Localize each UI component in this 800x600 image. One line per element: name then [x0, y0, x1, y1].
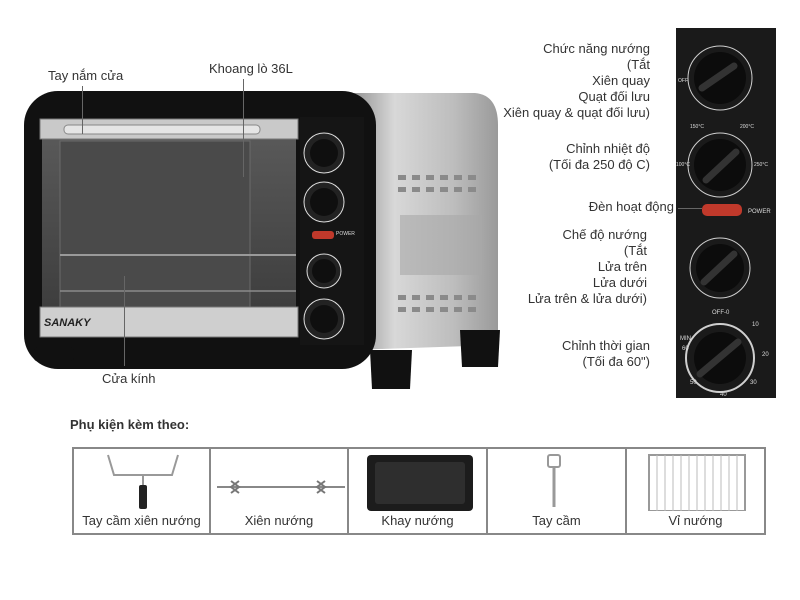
power-lamp-leader	[678, 208, 702, 209]
control-panel-closeup: OFF 150°C 200°C 100°C 250°C POWER OFF-0 …	[676, 28, 776, 398]
oven-brand: SANAKY	[44, 317, 91, 329]
tray-handle-icon	[547, 454, 561, 507]
svg-text:40: 40	[720, 392, 727, 398]
power-lamp-description: Đèn hoạt động	[588, 199, 674, 214]
door-handle-leader	[82, 86, 83, 134]
svg-text:60: 60	[682, 346, 689, 352]
accessories-heading: Phụ kiện kèm theo:	[70, 417, 190, 432]
accessory-rotisserie-spit: Xiên nướng	[209, 447, 349, 535]
svg-text:150°C: 150°C	[690, 124, 704, 130]
mode-knob-description: Chế độ nướng (Tắt Lửa trên Lửa dưới Lửa …	[527, 227, 647, 306]
accessory-wire-rack: Vỉ nướng	[625, 447, 766, 535]
glass-door-leader	[124, 276, 125, 366]
oven-power-text: POWER	[336, 231, 355, 237]
rotisserie-handle-icon	[107, 454, 179, 509]
timer-knob-description: Chỉnh thời gian (Tối đa 60")	[561, 338, 650, 369]
accessory-label: Vỉ nướng	[668, 513, 723, 528]
svg-text:20: 20	[762, 352, 769, 358]
svg-text:50: 50	[690, 380, 697, 386]
svg-text:OFF-0: OFF-0	[712, 310, 730, 316]
accessory-label: Tay cầm xiên nướng	[82, 513, 201, 528]
oven-cavity-callout: Khoang lò 36L	[209, 61, 293, 76]
glass-door-callout: Cửa kính	[102, 371, 156, 386]
svg-text:OFF: OFF	[678, 78, 688, 84]
oven-illustration	[24, 91, 500, 389]
svg-text:30: 30	[750, 380, 757, 386]
wire-rack-icon	[648, 454, 746, 511]
svg-text:100°C: 100°C	[676, 162, 690, 168]
svg-text:250°C: 250°C	[754, 162, 768, 168]
accessory-label: Tay cầm	[532, 513, 581, 528]
svg-text:10: 10	[752, 322, 759, 328]
function-knob-description: Chức năng nướng (Tắt Xiên quay Quạt đối …	[503, 41, 650, 120]
accessory-tray-handle: Tay cầm	[486, 447, 627, 535]
accessory-rotisserie-handle: Tay cầm xiên nướng	[72, 447, 211, 535]
temperature-knob-description: Chỉnh nhiệt độ (Tối đa 250 độ C)	[548, 141, 650, 172]
accessory-baking-tray: Khay nướng	[347, 447, 488, 535]
svg-text:MIN: MIN	[680, 336, 691, 342]
accessory-label: Xiên nướng	[244, 513, 314, 528]
oven-cavity-leader	[243, 79, 244, 177]
door-handle-callout: Tay nắm cửa	[48, 68, 124, 83]
svg-text:200°C: 200°C	[740, 124, 754, 130]
rotisserie-spit-icon	[217, 480, 345, 494]
accessory-label: Khay nướng	[381, 513, 454, 528]
baking-tray-icon	[367, 455, 473, 511]
svg-text:POWER: POWER	[748, 209, 771, 215]
